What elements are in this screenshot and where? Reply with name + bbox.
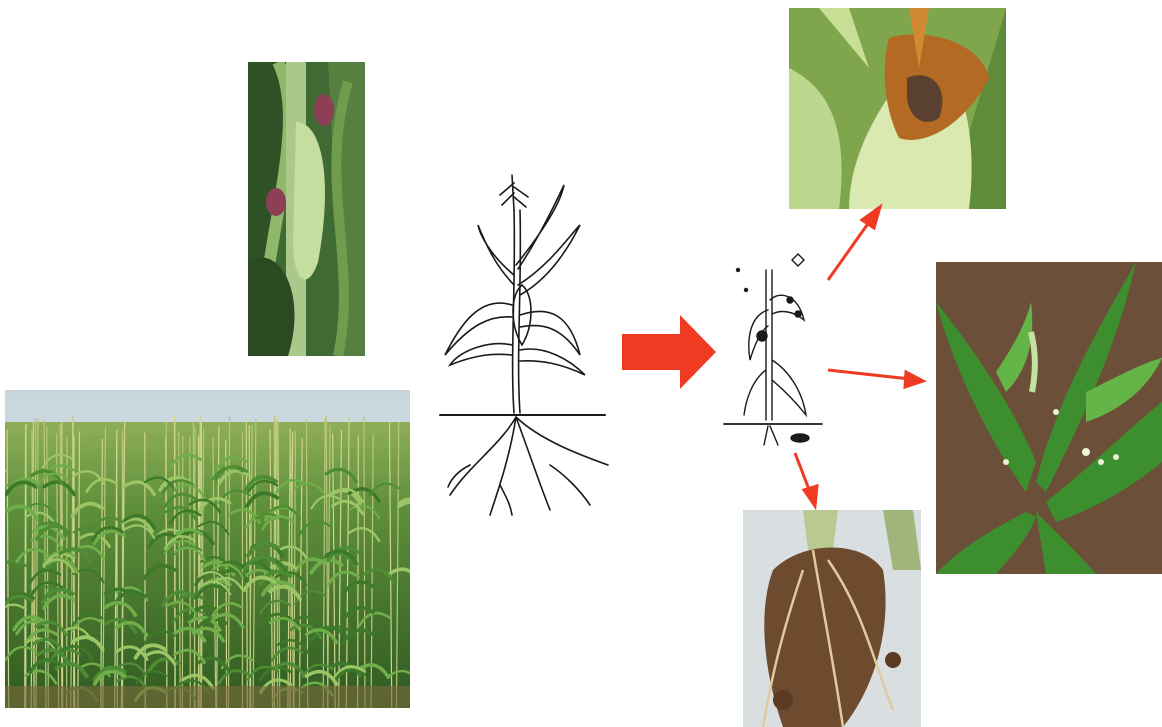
arrow-head-root-icon [804, 486, 817, 506]
arrow-head-ear-icon [862, 207, 880, 228]
corn-ear-photo [248, 62, 365, 356]
corn-field-photo [5, 390, 410, 708]
arrow-to-root-damage-icon [795, 453, 810, 492]
root-damage-photo [743, 510, 921, 727]
ear-damage-photo [789, 8, 1006, 209]
arrow-to-leaf-damage-icon [828, 370, 910, 379]
arrow-to-ear-damage-icon [828, 218, 872, 280]
main-arrow-icon [622, 315, 716, 389]
healthy-maize-sketch [430, 165, 615, 525]
arrow-head-leaf-icon [905, 372, 923, 387]
damaged-maize-sketch [718, 240, 828, 455]
leaf-damage-photo [936, 262, 1162, 574]
